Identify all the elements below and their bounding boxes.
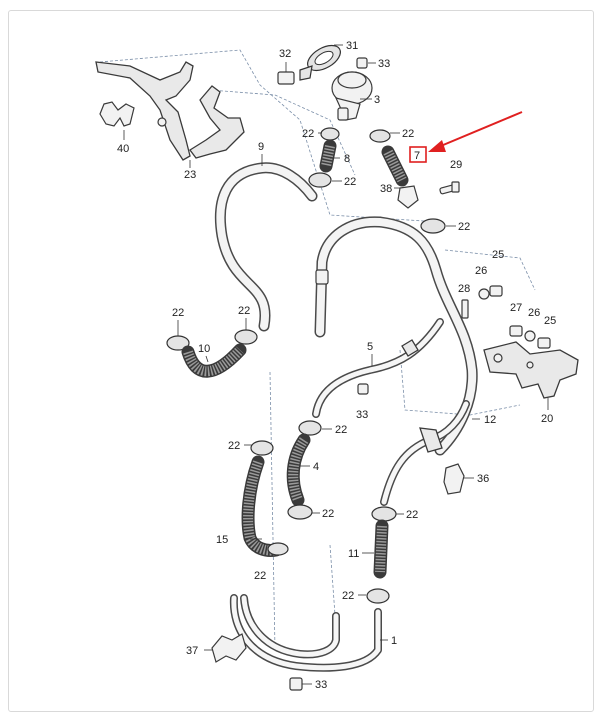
label-12: 12: [484, 414, 496, 426]
hose-7: [381, 145, 409, 187]
highlight-callout: [409, 111, 523, 163]
label-11: 11: [348, 548, 359, 560]
label-22-e: 22: [335, 424, 347, 436]
leader-lines: [123, 44, 549, 685]
label-28: 28: [458, 283, 470, 295]
hose-8: [319, 139, 337, 173]
label-25-b: 25: [544, 315, 556, 327]
clamp-22-h: [267, 542, 289, 556]
label-5: 5: [367, 341, 373, 353]
hose-12: [314, 216, 478, 456]
hose-4: [286, 433, 311, 507]
bolt-29: [439, 181, 460, 195]
label-22-d: 22: [458, 221, 470, 233]
bracket-20: [483, 341, 579, 399]
guide-lines: [99, 49, 536, 651]
label-22-k: 22: [172, 307, 184, 319]
bracket-23: [95, 61, 245, 161]
label-26-b: 26: [528, 307, 540, 319]
label-22-h: 22: [254, 570, 266, 582]
tube-1: [229, 594, 382, 672]
clamp-22-g: [250, 440, 274, 456]
clamp-22-d: [420, 218, 446, 234]
clip-37: [211, 633, 247, 663]
washer-26-b: [524, 330, 536, 342]
clamp-22-i: [371, 506, 397, 522]
nut-27: [509, 325, 523, 337]
label-23: 23: [184, 169, 196, 181]
label-33-bottom: 33: [315, 679, 327, 691]
label-27: 27: [510, 302, 522, 314]
label-22-f: 22: [322, 508, 334, 520]
clamp-22-a: [320, 127, 340, 141]
nut-33-bottom: [289, 677, 303, 691]
arrow-head-icon: [428, 140, 446, 152]
label-26-a: 26: [475, 265, 487, 277]
label-20: 20: [541, 413, 553, 425]
label-32: 32: [279, 48, 291, 60]
highlight-arrow: [435, 111, 523, 149]
label-31: 31: [346, 40, 358, 52]
label-22-j: 22: [342, 590, 354, 602]
label-33-top: 33: [378, 58, 390, 70]
hose-9: [214, 162, 318, 332]
label-15: 15: [216, 534, 228, 546]
washer-26-a: [478, 288, 490, 300]
label-40: 40: [117, 143, 129, 155]
hose-10: [166, 329, 258, 378]
label-3: 3: [374, 94, 380, 106]
connector-38: [397, 185, 419, 209]
clip-40: [99, 101, 135, 127]
clamp-22-e: [298, 420, 322, 436]
label-9: 9: [258, 141, 264, 153]
nut-25-b: [537, 337, 551, 349]
label-22-c: 22: [344, 176, 356, 188]
label-29: 29: [450, 159, 462, 171]
clamp-22-f: [287, 504, 313, 520]
label-8: 8: [344, 153, 350, 165]
clip-36: [443, 463, 465, 495]
label-36: 36: [477, 473, 489, 485]
pump-3: [331, 71, 373, 121]
clamp-22-b: [369, 129, 391, 143]
label-22-b: 22: [402, 128, 414, 140]
tube-12-lower: [380, 400, 470, 506]
label-25-a: 25: [492, 249, 504, 261]
label-22-a: 22: [302, 128, 314, 140]
clamp-22-c: [308, 172, 332, 188]
hose-15: [241, 455, 283, 557]
nut-25-a: [489, 285, 503, 297]
label-7: 7: [414, 150, 420, 162]
nut-33-mid: [357, 383, 369, 395]
label-22-l: 22: [238, 305, 250, 317]
label-1: 1: [391, 635, 397, 647]
label-33-mid: 33: [356, 409, 368, 421]
label-37: 37: [186, 645, 198, 657]
label-38: 38: [380, 183, 392, 195]
nut-33-top: [356, 57, 368, 69]
label-22-g: 22: [228, 440, 240, 452]
clamp-22-j: [366, 588, 390, 604]
tube-5: [312, 318, 444, 418]
label-4: 4: [313, 461, 319, 473]
label-22-i: 22: [406, 509, 418, 521]
part-32: [277, 62, 295, 85]
part-labels: 32 31 33 3 22 22 7 8 22 38 29 22 9 40 23…: [117, 40, 556, 691]
highlight-box: [409, 146, 427, 163]
label-10: 10: [198, 343, 210, 355]
clamp-31: [299, 44, 341, 81]
hose-11: [373, 519, 389, 579]
bolt-28: [461, 299, 469, 319]
